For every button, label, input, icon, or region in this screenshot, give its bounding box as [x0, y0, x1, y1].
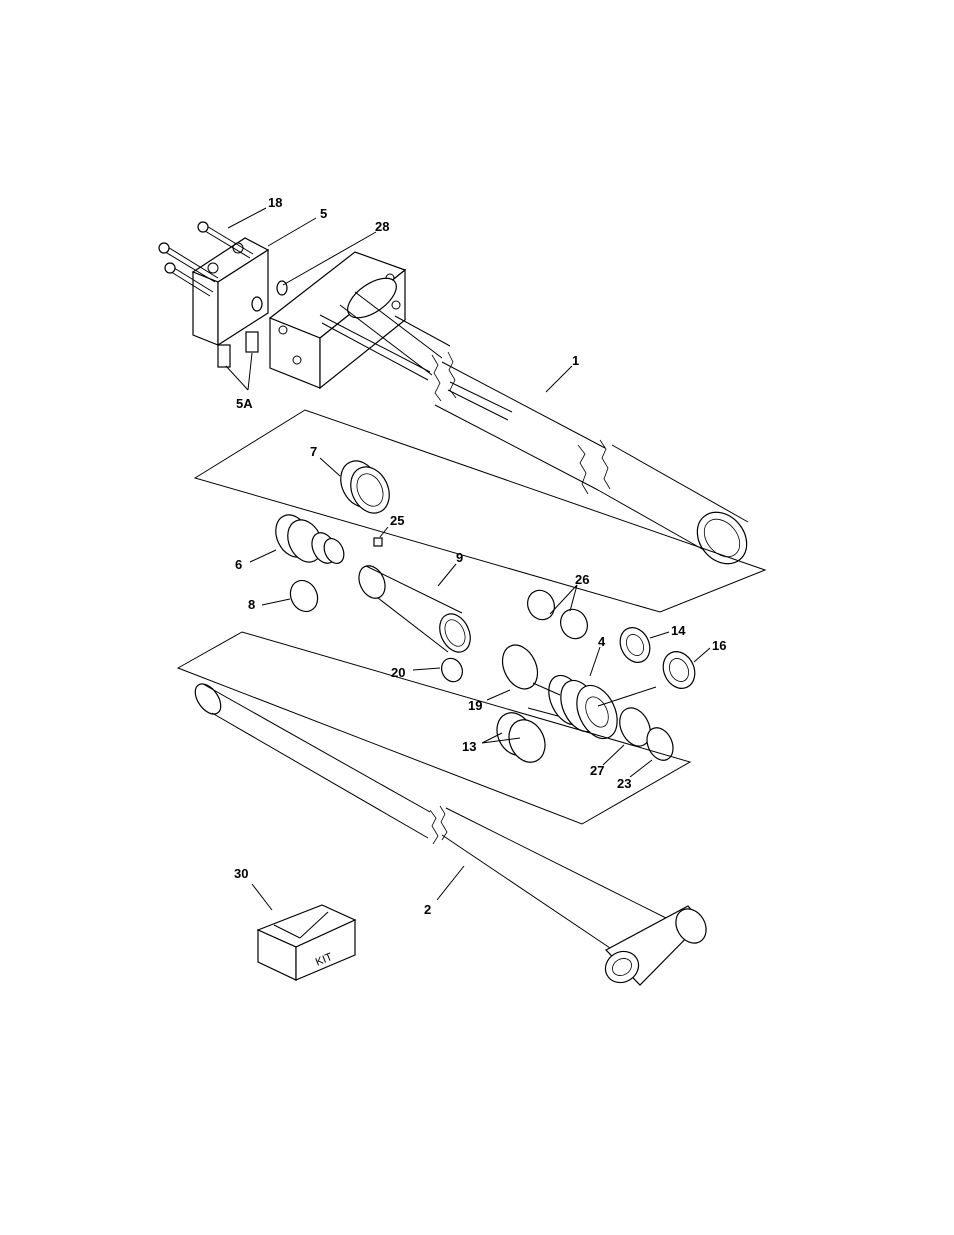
piston [269, 509, 347, 567]
seal-kit-box: KIT [258, 905, 355, 980]
callout-4: 4 [598, 634, 606, 649]
o-ring-20 [438, 655, 466, 685]
callout-7: 7 [310, 444, 317, 459]
wiper-seal [657, 646, 700, 693]
callout-20: 20 [391, 665, 405, 680]
callout-25: 25 [390, 513, 404, 528]
callout-19: 19 [468, 698, 482, 713]
callout-13: 13 [462, 739, 476, 754]
callout-5a: 5A [236, 396, 253, 411]
callout-1: 1 [572, 353, 579, 368]
callout-6: 6 [235, 557, 242, 572]
callout-8: 8 [248, 597, 255, 612]
setscrew [374, 538, 382, 546]
callout-5: 5 [320, 206, 327, 221]
piston-group-outline [195, 410, 765, 612]
o-ring-19 [496, 639, 544, 694]
callout-28: 28 [375, 219, 389, 234]
wear-rings [523, 586, 592, 643]
o-ring-8 [285, 576, 322, 616]
callout-18: 18 [268, 195, 282, 210]
back-up-rings [490, 707, 551, 768]
callout-16: 16 [712, 638, 726, 653]
piston-seal [334, 455, 397, 520]
spacer-tube [354, 562, 476, 658]
gland [542, 670, 626, 745]
callout-26: 26 [575, 572, 589, 587]
callout-27: 27 [590, 763, 604, 778]
callout-30: 30 [234, 866, 248, 881]
callout-9: 9 [456, 550, 463, 565]
rod-seal [615, 623, 656, 667]
callout-23: 23 [617, 776, 631, 791]
callout-14: 14 [671, 623, 686, 638]
callout-2: 2 [424, 902, 431, 917]
